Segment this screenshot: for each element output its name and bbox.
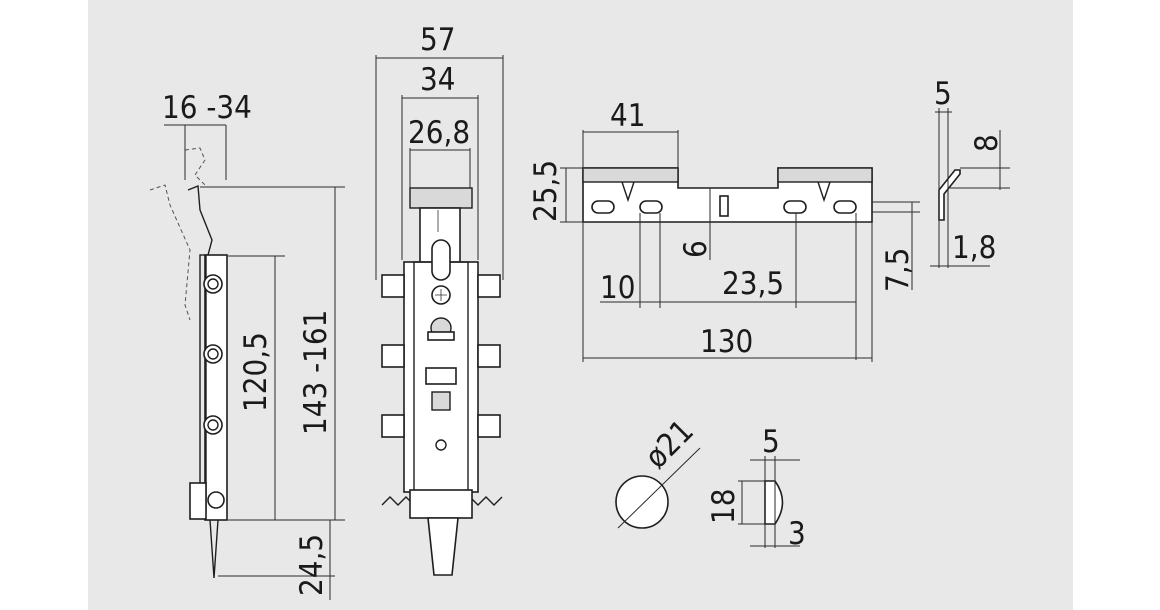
side-view-foot-knob: [207, 491, 225, 509]
bracket-top-dim: 5: [934, 76, 952, 112]
bracket-side-dim: 8: [969, 134, 1005, 152]
plate-right-flange: [777, 167, 873, 183]
plate-slot-span-dim: 23,5: [722, 266, 784, 302]
plate-slot-3: [783, 200, 807, 214]
plate-notch-right: [817, 181, 831, 203]
side-view-alt-position-top: [184, 147, 206, 186]
side-view: 16 -34 120,5 143 -161 24,5: [149, 90, 345, 600]
front-view-bottom-housing: [409, 489, 473, 519]
front-view-tab-left-2: [381, 344, 405, 368]
side-view-roller-1: [203, 274, 223, 294]
bracket-thickness-dim: 1,8: [952, 230, 996, 266]
front-view-slider: [425, 367, 457, 385]
front-view-top-cap: [409, 187, 473, 209]
front-view-slot: [431, 239, 451, 281]
plate-view: 41 25,5 6 10 23,5 130 7,5: [528, 98, 920, 362]
plate-length-dim: 130: [700, 324, 753, 360]
plate-center-mark: [719, 195, 729, 217]
plate-left-flange: [582, 167, 679, 183]
front-view-rod: [427, 517, 459, 576]
plate-slot-group-dim: 41: [610, 98, 645, 134]
plate-slot-4: [833, 200, 857, 214]
side-view-pin: [209, 519, 219, 579]
plate-slot-pitch-dim: 10: [600, 270, 635, 306]
pad-height-dim: 18: [706, 489, 742, 524]
front-view-inner-width-dim: 26,8: [408, 115, 470, 151]
bracket-view: 5 8 1,8: [930, 76, 1010, 268]
front-view-screw-base: [427, 331, 455, 341]
front-view-tab-left-1: [381, 274, 405, 298]
side-view-inner-height-dim: 120,5: [238, 332, 274, 412]
side-view-roller-2: [203, 344, 223, 364]
side-view-bar: [204, 254, 228, 521]
front-view-tab-right-2: [477, 344, 501, 368]
front-view-tab-right-1: [477, 274, 501, 298]
side-view-width-dim: 16 -34: [162, 90, 252, 126]
plate-slot-offset-dim: 6: [678, 240, 714, 258]
side-view-roller-3: [203, 415, 223, 435]
front-view: 57 34 26,8: [375, 22, 504, 576]
front-view-outer-width-dim: 57: [420, 22, 455, 58]
side-view-foot: [189, 482, 207, 520]
side-view-hook: [187, 184, 213, 256]
side-view-alt-position: [149, 184, 191, 321]
plate-right-height-dim: 7,5: [880, 248, 916, 292]
plate-slot-2: [639, 200, 663, 214]
front-view-mid-width-dim: 34: [420, 62, 455, 98]
side-view-bottom-dim: 24,5: [294, 534, 330, 596]
plate-height-dim: 25,5: [528, 160, 564, 222]
plate-slot-1: [591, 200, 615, 214]
front-view-tab-right-3: [477, 414, 501, 438]
front-view-latch: [431, 391, 451, 411]
pad-view: 5 18 3: [706, 424, 806, 552]
side-view-total-height-dim: 143 -161: [298, 310, 334, 435]
plate-notch-left: [621, 181, 635, 203]
pad-top-dim: 5: [762, 424, 780, 460]
pad-bottom-dim: 3: [788, 516, 806, 552]
bracket-profile: [938, 169, 961, 221]
disc-circle: [615, 475, 669, 529]
drawing-panel: [88, 0, 1073, 610]
front-view-tab-left-3: [381, 414, 405, 438]
